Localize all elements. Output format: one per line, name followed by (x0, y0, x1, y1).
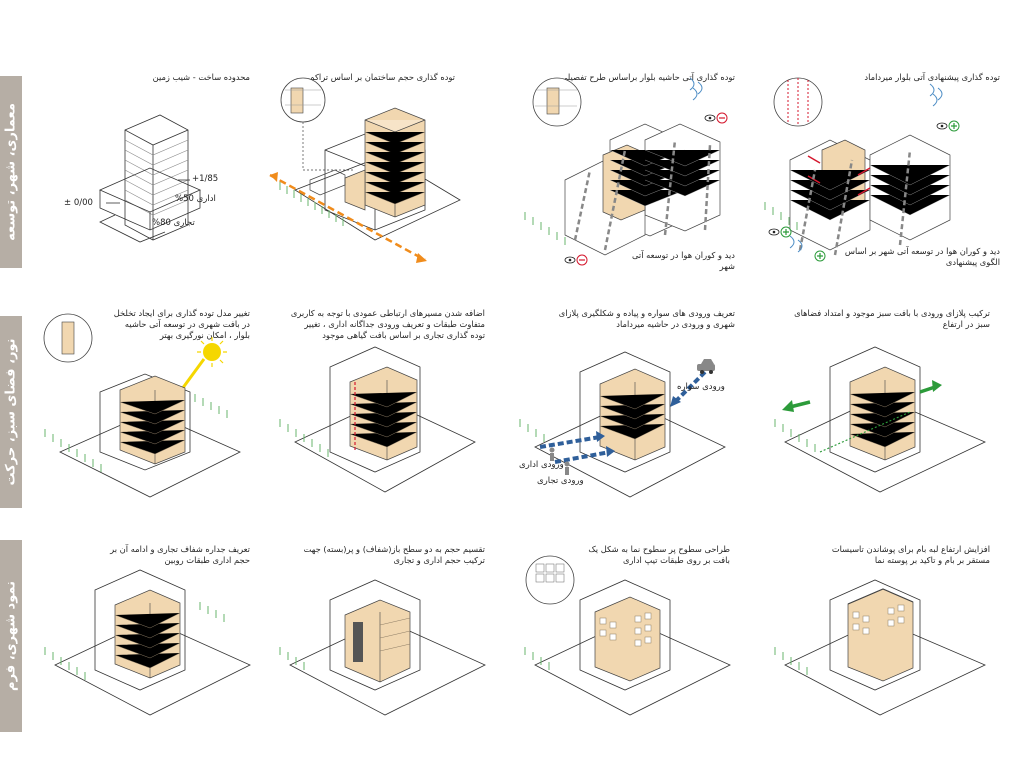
panel-caption: تعریف جداره شفاف تجاری و ادامه آن بر حجم… (110, 544, 250, 565)
porosity-light-diagram (43, 313, 241, 498)
entrances-diagram (519, 351, 726, 498)
facade-texture-diagram (524, 555, 731, 716)
diagram-panel-porosity-light: تغییر مدل توده گذاری برای ایجاد تخلخل در… (40, 302, 260, 512)
diagram-panel-transparent-wall: تعریف جداره شفاف تجاری و ادامه آن بر حجم… (40, 540, 260, 750)
green-plaza-diagram (774, 346, 986, 493)
detail-callout-icon (525, 555, 575, 605)
wireframe-volume-diagram (99, 114, 201, 243)
wind-icon (789, 235, 803, 253)
row-tab-label: معماری، شهر، توسعه (3, 103, 19, 241)
car-icon (697, 364, 715, 371)
green-arrow-icon (789, 400, 811, 409)
eye-icon (564, 256, 576, 264)
roof-edge-diagram (774, 579, 986, 716)
commercial-percent-label: تجاری 80% (152, 218, 195, 228)
panel-note: دید و کوران هوا در توسعه آتی شهر (631, 250, 735, 271)
eye-icon (768, 228, 780, 236)
diagram-panel-future-massing: توده گذاری آتی حاشیه بلوار براساس طرح تف… (515, 60, 745, 271)
panel-caption: اضافه شدن مسیرهای ارتباطی عمودی با توجه … (290, 308, 485, 340)
arrow-left-icon (270, 172, 278, 182)
commercial-entrance-label: ورودی تجاری (537, 476, 584, 486)
panel-caption: تعریف ورودی های سواره و پیاده و شکلگیری … (558, 308, 735, 329)
level-top-label: +1/85 (192, 174, 219, 184)
wind-icon (689, 77, 703, 101)
row-tab-label: نور، فضای سبز، حرکت (3, 338, 19, 486)
person-icon (549, 447, 570, 475)
panel-caption: تقسیم حجم به دو سطح باز(شفاف) و پر(بسته)… (303, 544, 485, 565)
panel-note: دید و کوران هوا در توسعه آتی شهر بر اساس… (844, 246, 1000, 267)
panel-caption: توده گذاری آتی حاشیه بلوار براساس طرح تف… (560, 72, 735, 82)
sun-icon (203, 343, 221, 361)
diagram-panel-green-plaza: ترکیب پلازای ورودی با بافت سبز موجود و ا… (770, 302, 1000, 512)
panel-caption: توده گذاری حجم ساختمان بر اساس تراکم (309, 72, 455, 82)
wind-icon (929, 83, 943, 107)
diagram-panel-open-closed: تقسیم حجم به دو سطح باز(شفاف) و پر(بسته)… (275, 540, 495, 750)
glazing-panel (353, 622, 363, 662)
eye-icon (704, 114, 716, 122)
panel-caption: افزایش ارتفاع لبه بام برای پوشاندن تاسیس… (831, 544, 990, 565)
diagram-panel-entrances: تعریف ورودی های سواره و پیاده و شکلگیری … (515, 302, 745, 512)
eye-icon (936, 122, 948, 130)
green-arrow-icon (919, 385, 936, 394)
diagram-panel-roof-edge: افزایش ارتفاع لبه بام برای پوشاندن تاسیس… (770, 540, 1000, 750)
diagram-panel-facade-texture: طراحی سطوح پر سطوح نما به شکل یک بافت بر… (520, 540, 740, 750)
future-massing-diagram (524, 77, 728, 266)
level-zero-label: ± 0/00 (64, 198, 93, 208)
row-tab-development: معماری، شهر، توسعه (0, 76, 22, 268)
office-percent-label: اداری 50% (175, 194, 216, 204)
panel-caption: تغییر مدل توده گذاری برای ایجاد تخلخل در… (113, 308, 250, 340)
minus-icon (716, 112, 728, 124)
panel-caption: توده گذاری پیشنهادی آتی بلوار میرداماد (864, 72, 1000, 82)
plus-icon (948, 120, 960, 132)
transparent-wall-diagram (44, 569, 251, 716)
proposed-massing-diagram (764, 77, 960, 262)
diagram-panel-site-limit: محدوده ساخت - شیب زمین +1/85 اداری 50% ±… (40, 60, 260, 270)
panel-caption: ترکیب پلازای ورودی با بافت سبز موجود و ا… (794, 308, 990, 329)
arrow-right-icon (416, 253, 427, 263)
diagram-panel-vertical-circulation: اضافه شدن مسیرهای ارتباطی عمودی با توجه … (275, 302, 495, 512)
plus-icon (780, 226, 792, 238)
row-tab-label: نمود شهری، فرم (3, 581, 19, 691)
car-entrance-label: ورودی سواره (677, 382, 725, 392)
vertical-circulation-diagram (279, 346, 476, 493)
panel-caption: محدوده ساخت - شیب زمین (152, 72, 250, 82)
diagram-panel-massing-density: توده گذاری حجم ساختمان بر اساس تراکم (265, 60, 465, 270)
massing-diagram (269, 77, 461, 263)
open-closed-diagram (279, 579, 486, 716)
plus-icon (814, 250, 826, 262)
diagram-panel-proposed-massing: توده گذاری پیشنهادی آتی بلوار میرداماد (760, 60, 1010, 270)
panel-caption: طراحی سطوح پر سطوح نما به شکل یک بافت بر… (588, 544, 730, 565)
row-tab-light-green-movement: نور، فضای سبز، حرکت (0, 316, 22, 508)
row-tab-urban-form: نمود شهری، فرم (0, 540, 22, 732)
minus-icon (576, 254, 588, 266)
office-entrance-label: ورودی اداری (519, 460, 564, 470)
